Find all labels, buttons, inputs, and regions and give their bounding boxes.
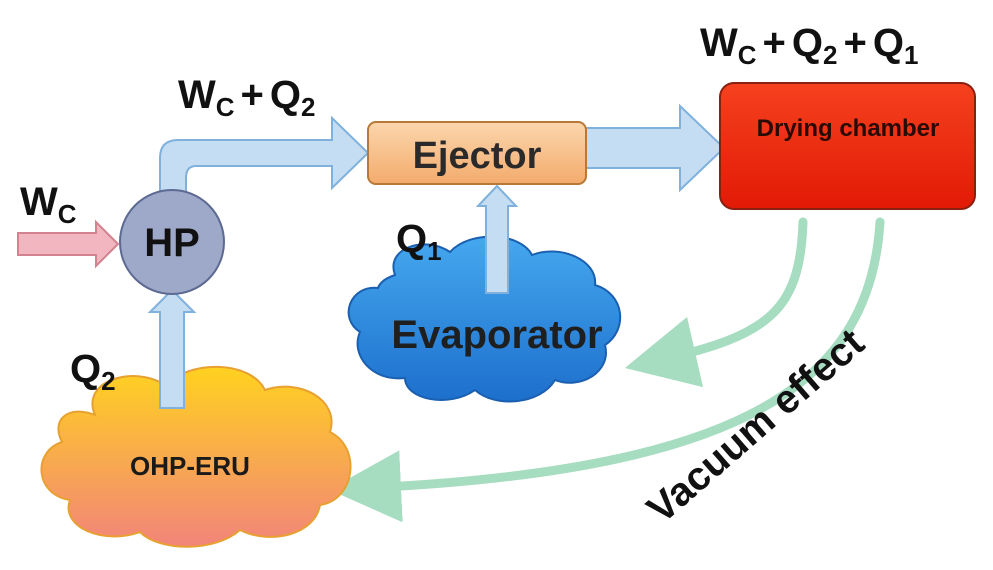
- drying-chamber-box: [719, 82, 976, 210]
- arrow-hp-to-ejector: [159, 115, 370, 197]
- vacuum-arrow-to-evaporator: [624, 217, 808, 388]
- ohp-eru-cloud: [40, 365, 352, 548]
- ohp-eru-label: OHP-ERU: [130, 451, 250, 481]
- wc-plus-q2-label: WC+Q2: [178, 73, 316, 122]
- q1-label: Q1: [396, 217, 442, 266]
- q2-label: Q2: [70, 347, 116, 396]
- vacuum-arrow-to-ohp-eru: [329, 217, 885, 523]
- hp-label: HP: [144, 221, 200, 265]
- drying-chamber-label: Drying chamber: [757, 115, 940, 142]
- ejector-label: Ejector: [413, 135, 542, 177]
- arrow-wc-input: [17, 219, 120, 269]
- hp-node: [119, 189, 225, 295]
- wc-input-label: WC: [20, 180, 77, 229]
- arrow-ohp-to-hp: [147, 288, 197, 409]
- arrow-evaporator-to-ejector: [475, 184, 519, 294]
- wc-plus-q2-plus-q1-label: WC+Q2+Q1: [700, 21, 918, 70]
- ejector-box: [367, 121, 587, 185]
- evaporator-label: Evaporator: [391, 313, 602, 357]
- arrow-ejector-to-drying: [582, 103, 726, 193]
